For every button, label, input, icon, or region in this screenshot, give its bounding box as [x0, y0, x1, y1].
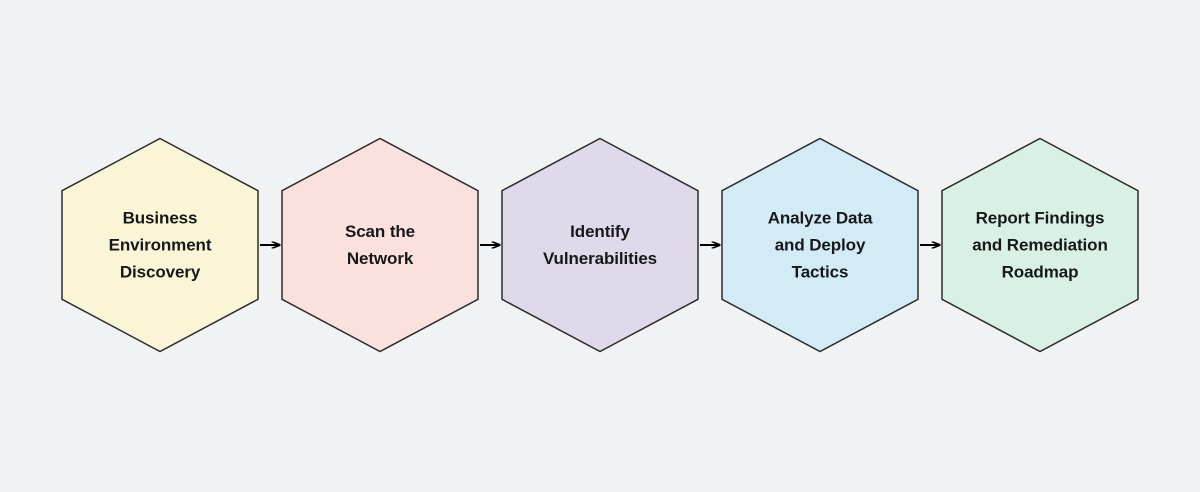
hexagon-node-2[interactable] — [281, 137, 479, 353]
hexagon-node-5[interactable] — [941, 137, 1139, 353]
hexagon-layer — [61, 137, 1139, 353]
hexagon-node-1[interactable] — [61, 137, 259, 353]
hexagon-node-4[interactable] — [721, 137, 919, 353]
hexagon-node-3[interactable] — [501, 137, 699, 353]
